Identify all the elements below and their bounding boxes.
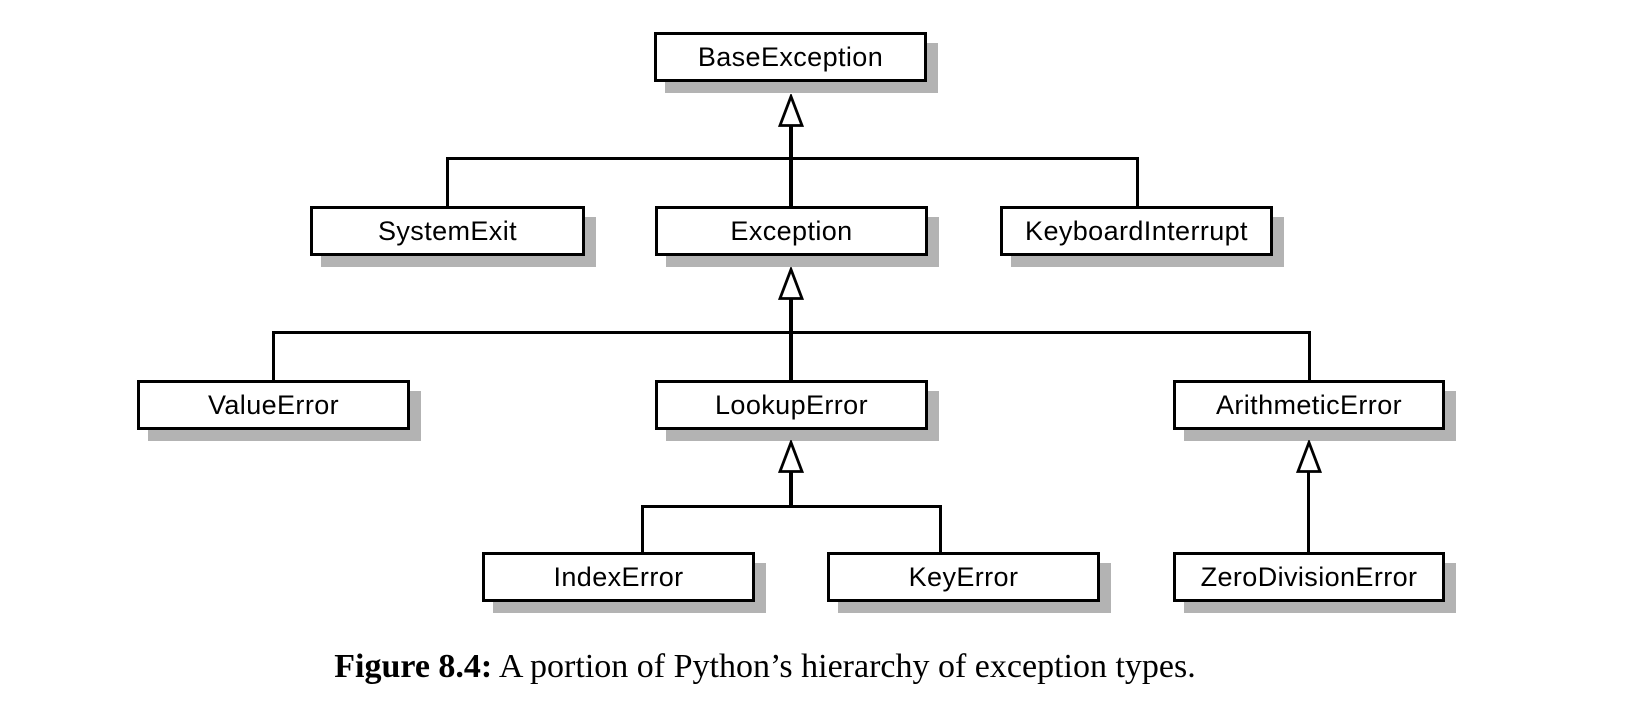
node-indexerror: IndexError bbox=[482, 552, 755, 602]
edge-drop-keyboardinterrupt bbox=[1136, 157, 1139, 206]
node-baseexception: BaseException bbox=[654, 32, 927, 82]
inheritance-arrow-icon bbox=[1295, 440, 1323, 473]
node-keyerror: KeyError bbox=[827, 552, 1100, 602]
node-keyboardinterrupt: KeyboardInterrupt bbox=[1000, 206, 1273, 256]
node-arithmeticerror: ArithmeticError bbox=[1173, 380, 1445, 430]
edge-spine-lookuperror bbox=[789, 471, 793, 508]
edge-spine-baseexception bbox=[789, 125, 793, 206]
node-valueerror: ValueError bbox=[137, 380, 410, 430]
figure-caption: Figure 8.4: A portion of Python’s hierar… bbox=[0, 646, 1530, 689]
edge-spine-arithmeticerror bbox=[1307, 471, 1310, 552]
edge-spine-exception bbox=[789, 298, 793, 380]
node-systemexit: SystemExit bbox=[310, 206, 585, 256]
edge-drop-keyerror bbox=[939, 505, 942, 552]
inheritance-arrow-icon bbox=[777, 440, 805, 473]
edge-drop-systemexit bbox=[446, 157, 449, 206]
edge-drop-indexerror bbox=[641, 505, 644, 552]
node-zerodivisionerror: ZeroDivisionError bbox=[1173, 552, 1445, 602]
inheritance-arrow-icon bbox=[777, 267, 805, 300]
node-exception: Exception bbox=[655, 206, 928, 256]
edge-drop-valueerror bbox=[272, 331, 275, 380]
figure-caption-text: A portion of Python’s hierarchy of excep… bbox=[498, 648, 1196, 685]
edge-drop-arithmeticerror bbox=[1308, 331, 1311, 380]
node-lookuperror: LookupError bbox=[655, 380, 928, 430]
inheritance-arrow-icon bbox=[777, 94, 805, 127]
figure-caption-label: Figure 8.4: bbox=[334, 648, 493, 685]
